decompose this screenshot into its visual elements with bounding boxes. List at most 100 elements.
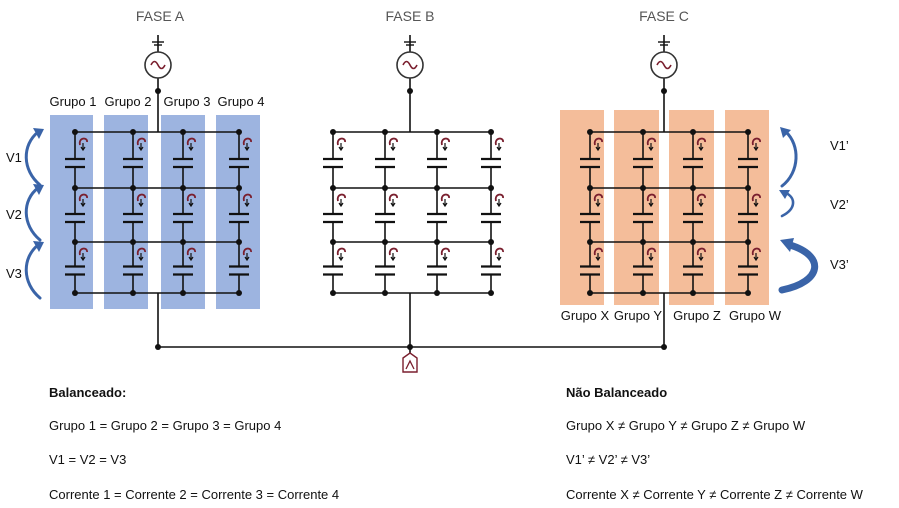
junction-dot	[488, 185, 494, 191]
v1-prime-label: V1’	[830, 138, 849, 153]
fuse-icon	[646, 137, 656, 146]
arrow-down-icon	[442, 199, 448, 208]
fuse-icon	[494, 247, 504, 256]
junction-dot	[745, 290, 751, 296]
balanced-title: Balanceado:	[49, 385, 127, 400]
junction-dot	[587, 290, 593, 296]
fuse-icon	[593, 193, 603, 202]
fuse-icon	[136, 193, 146, 202]
arrow-down-icon	[80, 143, 86, 152]
wiring	[74, 35, 749, 358]
arrow-down-icon	[648, 199, 654, 208]
balanced-voltage-line: V1 = V2 = V3	[49, 452, 127, 467]
v3-prime-arrow-icon-head	[780, 238, 794, 252]
fuse-icon	[336, 137, 346, 146]
phase-c-label: FASE C	[639, 8, 689, 24]
fuse-icon	[751, 193, 761, 202]
group-1-label: Grupo 1	[50, 94, 97, 109]
v2-label: V2	[6, 207, 22, 222]
orange-band-2	[614, 110, 659, 305]
junction-dot	[434, 185, 440, 191]
junction-dot	[434, 129, 440, 135]
junction-dot	[180, 239, 186, 245]
current-sensor-mark	[405, 359, 415, 370]
junction-dot	[661, 344, 667, 350]
fuse-icon	[136, 137, 146, 146]
junction-dot	[72, 129, 78, 135]
junction-dot	[130, 290, 136, 296]
junction-dot	[661, 88, 667, 94]
fuse-icon	[242, 247, 252, 256]
fuse-icon	[646, 193, 656, 202]
v2-prime-arrow-icon	[780, 191, 795, 218]
v3-label: V3	[6, 266, 22, 281]
junction-dot	[155, 88, 161, 94]
junction-dot	[587, 185, 593, 191]
junction-dot	[488, 239, 494, 245]
v1-arrow-icon-head	[33, 128, 44, 139]
junction-dot	[236, 129, 242, 135]
junction-dot	[72, 185, 78, 191]
fuse-icon	[242, 137, 252, 146]
junction-dot	[488, 290, 494, 296]
v1-prime-arrow-icon-head	[780, 127, 791, 138]
junction-dot	[690, 239, 696, 245]
v2-arrow-icon	[24, 186, 42, 242]
group-3-label: Grupo 3	[164, 94, 211, 109]
v3-arrow-icon	[24, 243, 42, 300]
arrow-down-icon	[698, 253, 704, 262]
junction-dot	[130, 239, 136, 245]
junction-dot	[587, 239, 593, 245]
group-bands	[50, 110, 769, 309]
fuse-icon	[646, 247, 656, 256]
v1-label: V1	[6, 150, 22, 165]
junction-dot	[690, 129, 696, 135]
arrow-down-icon	[595, 143, 601, 152]
fuse-icon	[751, 137, 761, 146]
arrow-down-icon	[442, 143, 448, 152]
balanced-current-line: Corrente 1 = Corrente 2 = Corrente 3 = C…	[49, 487, 340, 502]
arrow-down-icon	[244, 143, 250, 152]
fuse-icon	[440, 193, 450, 202]
junction-dot	[434, 290, 440, 296]
group-w-label: Grupo W	[729, 308, 782, 323]
group-x-label: Grupo X	[561, 308, 610, 323]
arrow-down-icon	[80, 253, 86, 262]
arrow-down-icon	[753, 143, 759, 152]
blue-band-4	[216, 115, 260, 309]
arrow-down-icon	[753, 253, 759, 262]
arrow-down-icon	[80, 199, 86, 208]
junction-dot	[72, 290, 78, 296]
v2-prime-arrow-icon-head	[779, 190, 790, 199]
arrow-down-icon	[442, 253, 448, 262]
junction-dot	[587, 129, 593, 135]
arrow-down-icon	[138, 199, 144, 208]
junction-dot	[155, 344, 161, 350]
v3-prime-arrow-icon	[778, 241, 819, 294]
junction-dot	[407, 88, 413, 94]
fuse-icon	[242, 193, 252, 202]
arrow-down-icon	[753, 199, 759, 208]
fuse-icon	[186, 193, 196, 202]
current-sensor-icon	[402, 352, 418, 373]
arrow-down-icon	[496, 143, 502, 152]
blue-band-1	[50, 115, 93, 309]
junction-dot	[690, 185, 696, 191]
junction-dot	[745, 129, 751, 135]
balanced-groups-line: Grupo 1 = Grupo 2 = Grupo 3 = Grupo 4	[49, 418, 282, 433]
junction-dot	[180, 290, 186, 296]
arrow-down-icon	[390, 143, 396, 152]
group-2-label: Grupo 2	[105, 94, 152, 109]
junction-dot	[330, 129, 336, 135]
arrow-down-icon	[338, 253, 344, 262]
v2-arrow-icon-head	[33, 184, 44, 195]
arrow-down-icon	[698, 199, 704, 208]
fuse-icon	[440, 137, 450, 146]
arrow-down-icon	[338, 199, 344, 208]
arrow-down-icon	[595, 199, 601, 208]
unbalanced-current-line: Corrente X ≠ Corrente Y ≠ Corrente Z ≠ C…	[566, 487, 863, 502]
junction-dot	[382, 290, 388, 296]
fuse-icon	[336, 193, 346, 202]
arrow-down-icon	[648, 143, 654, 152]
